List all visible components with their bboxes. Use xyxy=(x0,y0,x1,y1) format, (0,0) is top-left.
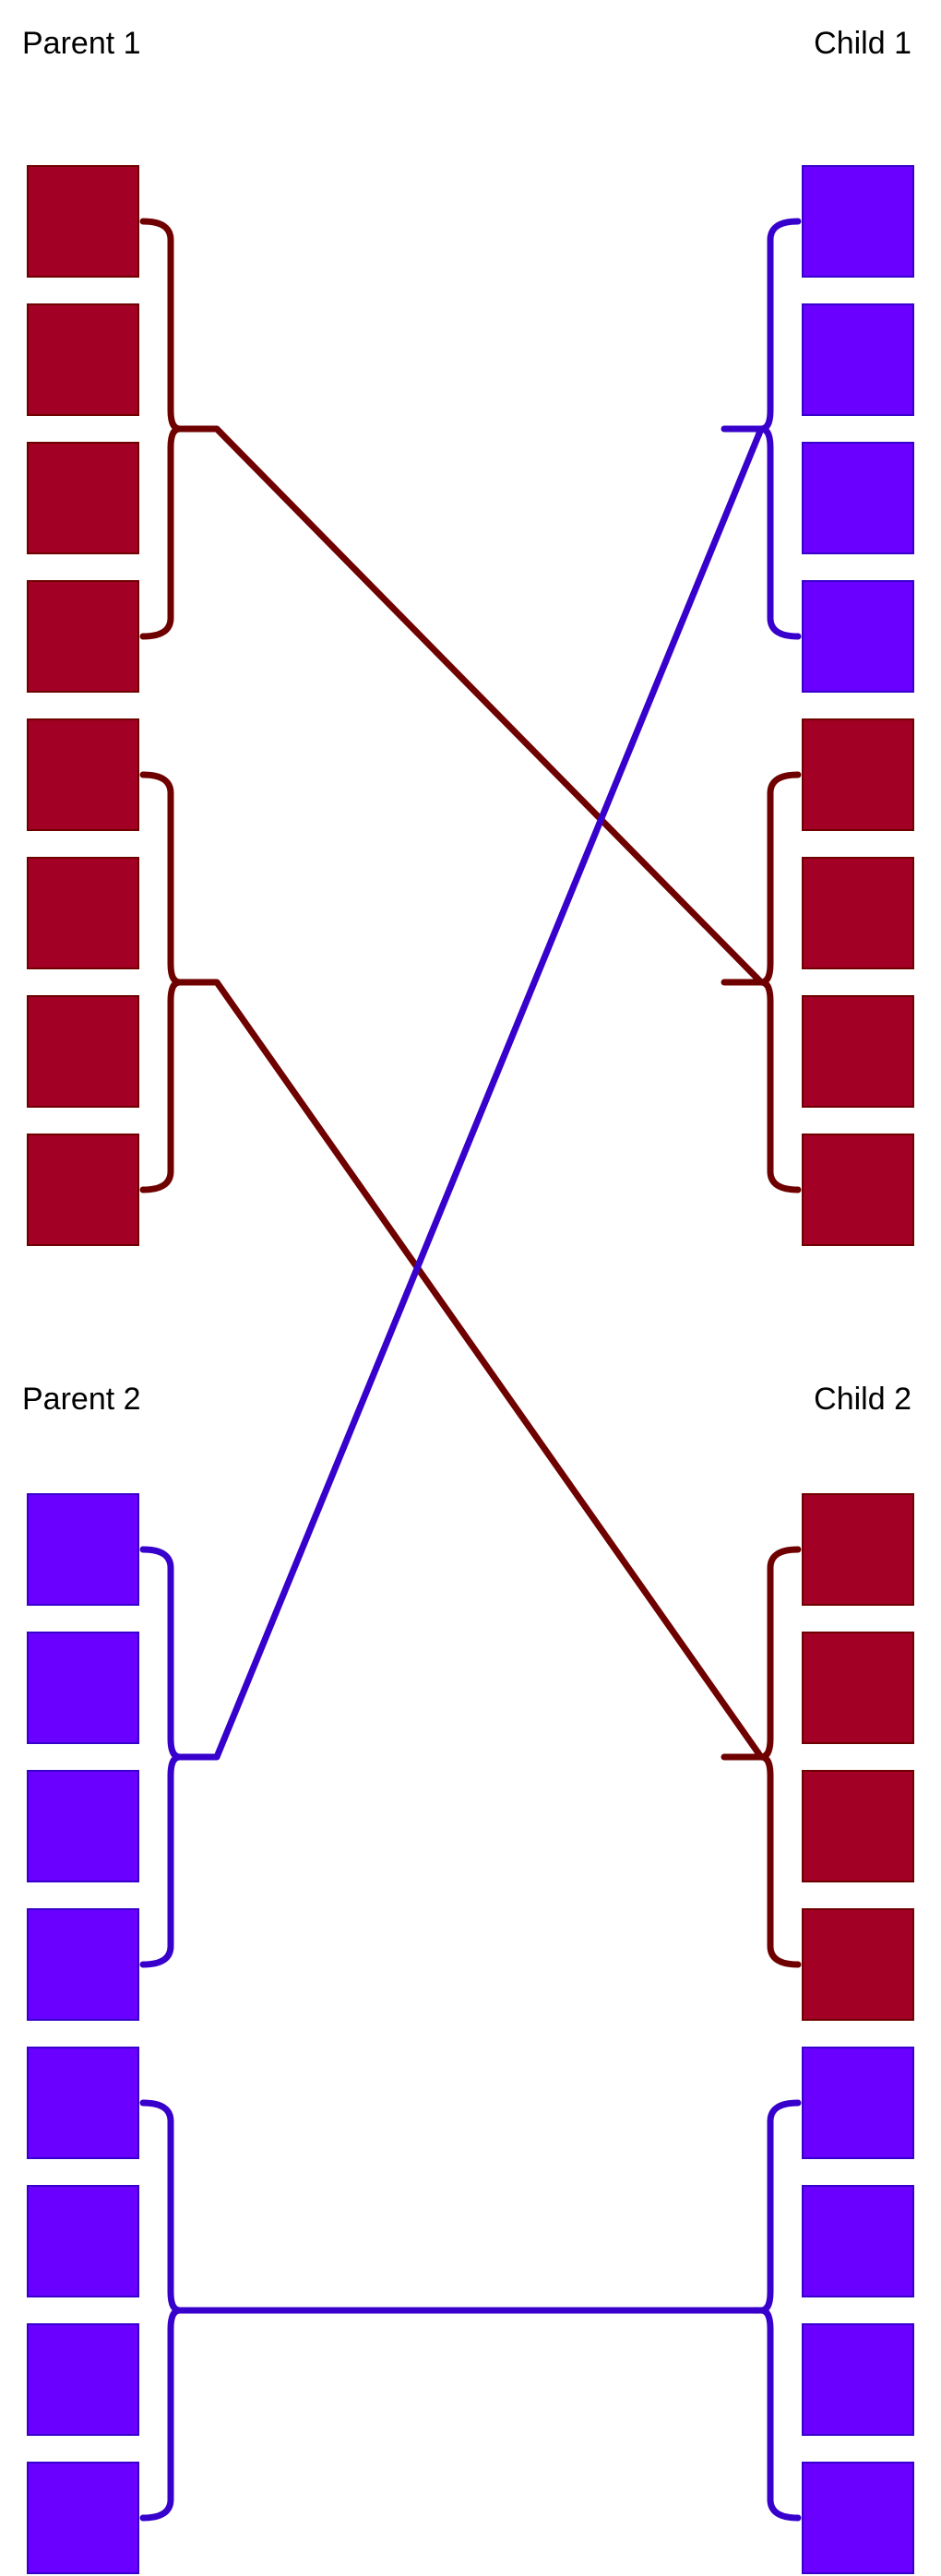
child2-gene-2 xyxy=(802,1632,914,1744)
parent2-gene-2 xyxy=(27,1632,139,1744)
parent1-gene-2 xyxy=(27,303,139,416)
crossover-arrow-parent2-to-child1 xyxy=(213,427,765,1759)
child1-gene-2 xyxy=(802,303,914,416)
crossover-arrow-parent1-to-child2 xyxy=(214,979,764,1760)
child2-gene-5 xyxy=(802,2047,914,2159)
parent-1-label: Parent 1 xyxy=(22,26,141,61)
parent2-gene-6 xyxy=(27,2185,139,2297)
child2-gene-6 xyxy=(802,2185,914,2297)
child1-segment-2-brace xyxy=(721,771,802,1193)
parent1-gene-5 xyxy=(27,718,139,831)
child1-gene-6 xyxy=(802,857,914,969)
parent2-gene-5 xyxy=(27,2047,139,2159)
child1-gene-4 xyxy=(802,580,914,693)
child2-gene-8 xyxy=(802,2462,914,2574)
parent1-gene-1 xyxy=(27,165,139,278)
parent2-gene-8 xyxy=(27,2462,139,2574)
parent-2-label: Parent 2 xyxy=(22,1382,141,1417)
parent2-gene-7 xyxy=(27,2323,139,2436)
child2-gene-4 xyxy=(802,1908,914,2021)
child2-gene-1 xyxy=(802,1493,914,1606)
parent1-segment-2-brace xyxy=(139,771,220,1193)
parent1-segment-1-brace xyxy=(139,218,220,640)
child2-segment-1-brace xyxy=(721,1546,802,1968)
parent2-gene-3 xyxy=(27,1770,139,1882)
parent1-gene-3 xyxy=(27,442,139,554)
child2-segment-2-brace xyxy=(721,2099,802,2522)
parent1-gene-7 xyxy=(27,995,139,1108)
crossover-arrow-parent1-to-child1 xyxy=(214,426,764,985)
parent2-segment-1-brace xyxy=(139,1546,220,1968)
child2-gene-3 xyxy=(802,1770,914,1882)
parent1-gene-6 xyxy=(27,857,139,969)
child1-gene-8 xyxy=(802,1134,914,1246)
parent2-gene-1 xyxy=(27,1493,139,1606)
parent2-gene-4 xyxy=(27,1908,139,2021)
child2-gene-7 xyxy=(802,2323,914,2436)
parent1-gene-8 xyxy=(27,1134,139,1246)
child-1-label: Child 1 xyxy=(814,26,911,61)
child1-gene-1 xyxy=(802,165,914,278)
parent2-segment-2-brace xyxy=(139,2099,220,2522)
child-2-label: Child 2 xyxy=(814,1382,911,1417)
child1-segment-1-brace xyxy=(721,218,802,640)
child1-gene-3 xyxy=(802,442,914,554)
child1-gene-7 xyxy=(802,995,914,1108)
child1-gene-5 xyxy=(802,718,914,831)
parent1-gene-4 xyxy=(27,580,139,693)
